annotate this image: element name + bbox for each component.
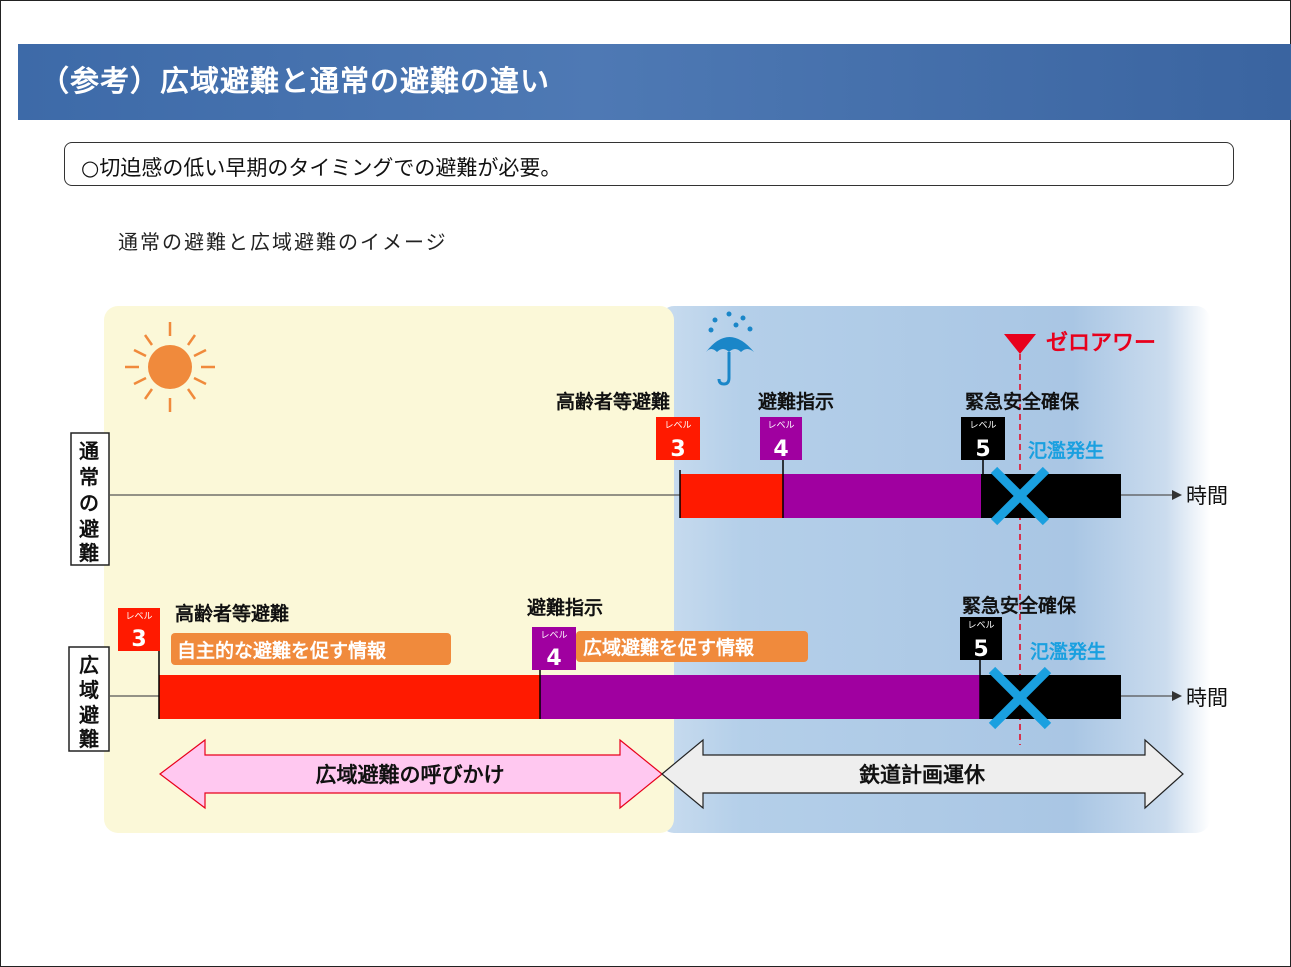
normal-level3-number: 3 <box>670 437 685 462</box>
normal-level4-bar <box>783 474 981 518</box>
wide-level3-badge <box>118 608 160 651</box>
storm-period-background <box>660 306 1210 833</box>
page-title: （参考）広域避難と通常の避難の違い <box>40 64 551 98</box>
wide-level3-word: レベル <box>125 612 152 622</box>
wide-level4-word: レベル <box>540 631 567 641</box>
wide-time-label: 時間 <box>1186 686 1228 710</box>
wide-order-info: 広域避難を促す情報 <box>583 636 755 659</box>
normal-emergency-title: 緊急安全確保 <box>965 390 1080 413</box>
normal-level5-word: レベル <box>969 421 996 431</box>
wide-level5-number: 5 <box>973 637 988 662</box>
wide-level4-badge <box>532 627 576 670</box>
normal-level5-badge <box>961 417 1005 460</box>
wide-order-title: 避難指示 <box>527 596 603 619</box>
umbrella-rain-icon <box>706 311 754 386</box>
wide-level5-badge <box>960 617 1002 660</box>
wide-level4-number: 4 <box>546 646 561 671</box>
key-point-text: ○切迫感の低い早期のタイミングでの避難が必要。 <box>81 156 562 180</box>
zero-hour-label: ゼロアワー <box>1046 331 1156 356</box>
wide-level3-number: 3 <box>131 627 146 652</box>
normal-time-label: 時間 <box>1186 484 1228 508</box>
wide-level4-bar <box>540 675 980 719</box>
normal-flood-label: 氾濫発生 <box>1028 439 1104 462</box>
normal-level4-word: レベル <box>767 421 794 431</box>
wide-level5-word: レベル <box>967 621 994 631</box>
railway-suspension-arrow <box>661 738 1184 810</box>
key-point-box: ○切迫感の低い早期のタイミングでの避難が必要。 <box>64 142 1234 186</box>
normal-level3-badge <box>656 417 700 460</box>
normal-level5-number: 5 <box>975 437 990 462</box>
title-bar: （参考）広域避難と通常の避難の違い <box>18 44 1291 120</box>
diagram-subtitle: 通常の避難と広域避難のイメージ <box>118 230 448 254</box>
wide-flood-cross-icon <box>988 666 1052 730</box>
normal-level4-number: 4 <box>773 437 788 462</box>
normal-time-arrowhead <box>1172 490 1182 500</box>
normal-flood-cross-icon <box>990 466 1050 526</box>
wide-row-label-box <box>68 646 110 752</box>
wide-evacuation-call-label: 広域避難の呼びかけ <box>316 763 505 787</box>
normal-level3-word: レベル <box>664 421 691 431</box>
sun-icon <box>125 322 215 412</box>
wide-level3-bar <box>159 675 540 719</box>
wide-elderly-info: 自主的な避難を促す情報 <box>177 639 387 662</box>
normal-row-label-box <box>70 432 110 566</box>
wide-flood-label: 氾濫発生 <box>1030 640 1106 663</box>
normal-order-title: 避難指示 <box>758 390 834 413</box>
normal-level4-badge <box>760 417 802 460</box>
wide-emergency-title: 緊急安全確保 <box>962 594 1077 617</box>
wide-elderly-info-badge <box>171 633 451 665</box>
wide-elderly-title: 高齢者等避難 <box>175 602 289 625</box>
railway-suspension-label: 鉄道計画運休 <box>859 763 986 787</box>
normal-elderly-title: 高齢者等避難 <box>556 390 670 413</box>
normal-level3-bar <box>680 474 783 518</box>
normal-row-label: 通常の避難 <box>79 439 99 565</box>
wide-order-info-badge <box>576 631 808 662</box>
wide-row-label: 広域避難 <box>79 653 99 751</box>
wide-time-arrowhead <box>1172 691 1182 701</box>
